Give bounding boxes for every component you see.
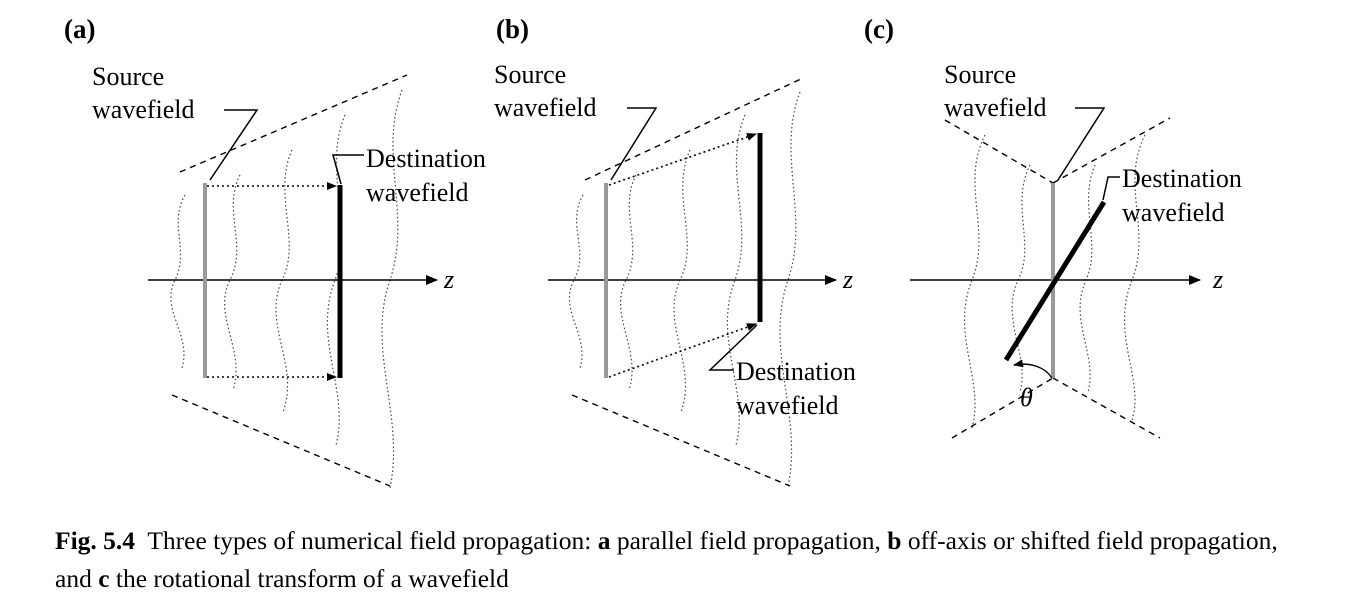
panel-b-arrow-top: [608, 133, 757, 186]
panel-b-cone-upper: [584, 77, 804, 181]
panel-c-angle-label: θ: [1020, 383, 1033, 412]
caption-b-text: off-axis or shifted field propagation, a…: [55, 526, 1278, 593]
panel-c-cone-upper-right: [1052, 117, 1171, 184]
panel-c-angle-arc: [1013, 359, 1053, 379]
caption-a-label: a: [597, 526, 611, 555]
panel-c-cone-lower-left: [951, 377, 1054, 439]
caption-part1: Three types of numerical field propagati…: [147, 526, 592, 555]
caption-fig-label: Fig. 5.4: [55, 526, 136, 555]
wavefront: [224, 174, 241, 391]
panel-a-source-label-2: wavefield: [92, 95, 195, 124]
panel-b-z-label: z: [842, 265, 853, 294]
caption-b-label: b: [887, 526, 902, 555]
panel-c-source-leader: [1057, 107, 1106, 181]
wavefront: [381, 89, 403, 489]
panel-c-source-label-2: wavefield: [944, 93, 1047, 122]
panel-a-dest-label-1: Destination: [366, 144, 486, 173]
wavefront: [963, 134, 986, 429]
panel-b-dest-label-1: Destination: [736, 357, 856, 386]
panel-a-z-label: z: [443, 265, 454, 294]
panel-c-dest-label-1: Destination: [1122, 164, 1242, 193]
panel-a-dest-leader: [332, 154, 364, 185]
panel-b-tag: (b): [496, 14, 529, 44]
panel-c-tag: (c): [864, 14, 894, 44]
panel-c-dest-label-2: wavefield: [1122, 198, 1225, 227]
wavefront: [170, 194, 186, 369]
panel-c-cone-lower-right: [1052, 377, 1161, 439]
panel-b: (b) z Source wavefield Destination wavef…: [494, 14, 856, 487]
panel-c-dest-leader: [1102, 176, 1120, 201]
caption-c-text: the rotational transform of a wavefield: [115, 564, 509, 593]
panel-c-z-label: z: [1212, 265, 1223, 294]
panel-b-source-leader: [610, 107, 658, 181]
panel-a-tag: (a): [64, 14, 95, 44]
panel-a-cone-lower: [171, 394, 391, 487]
panel-a-dest-label-2: wavefield: [366, 178, 469, 207]
panel-a-source-label-1: Source: [92, 62, 164, 91]
wavefront: [1079, 164, 1096, 393]
panel-b-source-label-1: Source: [494, 60, 566, 89]
panel-a: (a) z Source wavefield Destination wavef…: [64, 14, 486, 489]
wavefront: [726, 114, 746, 446]
wavefront: [620, 174, 637, 391]
caption-c-label: c: [98, 564, 110, 593]
caption-a-text: parallel field propagation,: [616, 526, 881, 555]
panel-c-source-label-1: Source: [944, 60, 1016, 89]
wavefront: [673, 149, 691, 413]
wavefront: [275, 149, 293, 413]
panel-b-dest-leader: [708, 324, 758, 371]
figure-diagram: (a) z Source wavefield Destination wavef…: [64, 14, 1242, 489]
panel-b-arrow-bottom: [608, 323, 757, 378]
panel-c-destination-wavefield: [1003, 200, 1107, 362]
panel-a-cone-upper: [179, 74, 408, 173]
panel-b-dest-label-2: wavefield: [736, 391, 839, 420]
wavefront: [1011, 164, 1031, 393]
panel-a-source-leader: [209, 109, 259, 181]
wavefront: [779, 91, 801, 487]
panel-c-cone-upper-left: [944, 119, 1054, 184]
panel-b-source-label-2: wavefield: [494, 93, 597, 122]
panel-c: (c) z θ Source wavefield Destination wav…: [864, 14, 1242, 439]
wavefront: [568, 194, 584, 369]
figure-caption: Fig. 5.4 Three types of numerical field …: [55, 522, 1315, 598]
